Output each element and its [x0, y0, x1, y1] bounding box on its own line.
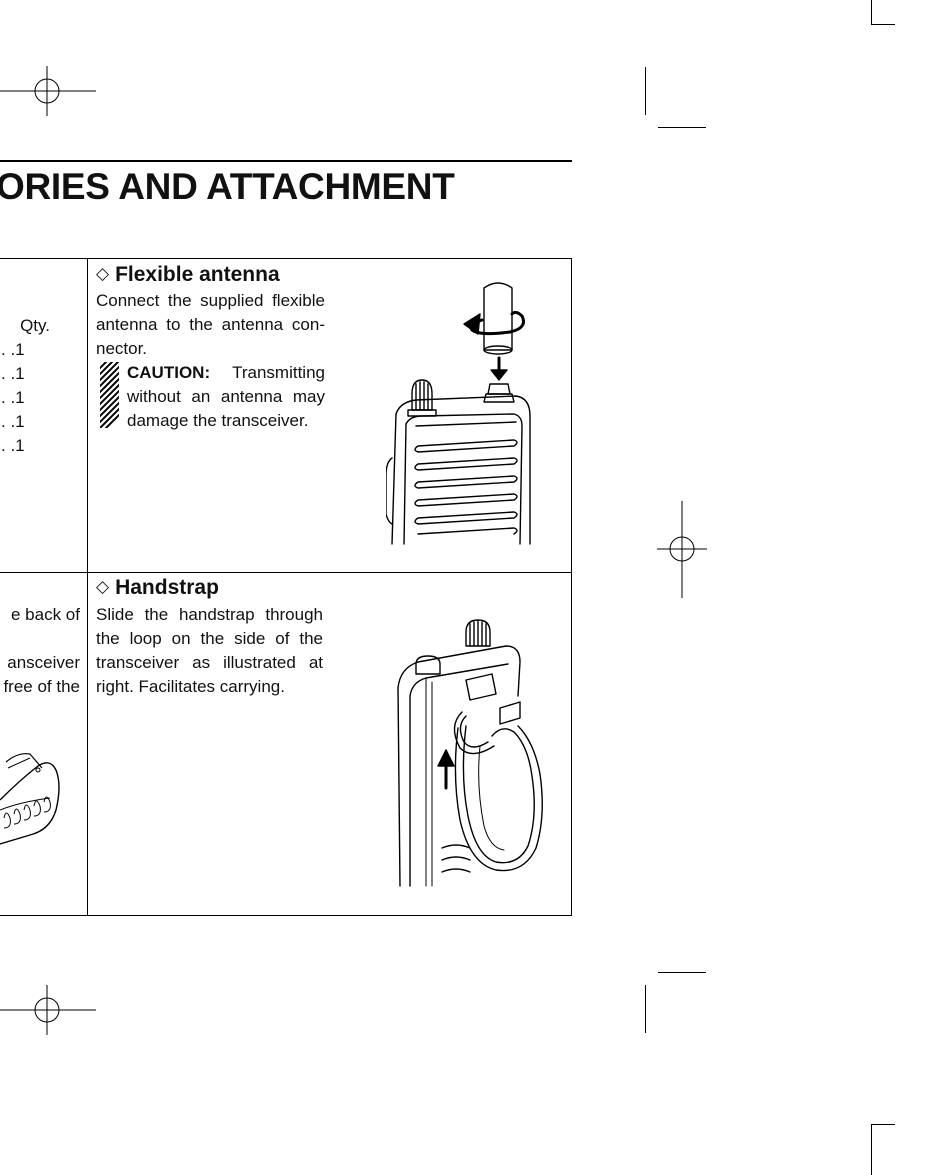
qty-value: . .1 — [1, 340, 25, 359]
qty-value: . .1 — [1, 388, 25, 407]
trim-mark-lower-vertical — [645, 985, 646, 1033]
registration-mark-right — [657, 501, 707, 598]
clipped-text-line: e back of — [11, 605, 80, 624]
content-table — [0, 258, 572, 916]
caution-label: CAUTION: — [127, 363, 211, 382]
heading-text: Flexible antenna — [115, 263, 280, 286]
table-column-divider — [87, 258, 88, 916]
heading-text: Handstrap — [115, 576, 219, 599]
trim-mark-upper-vertical — [645, 67, 646, 115]
caution-hatch-icon — [100, 362, 119, 428]
qty-value: . .1 — [1, 364, 25, 383]
qty-value: . .1 — [1, 412, 25, 431]
section-heading-flexible-antenna: ◇ Flexible antenna — [96, 263, 280, 287]
clipped-text-line: free of the — [3, 677, 80, 696]
radio-handstrap-illustration — [397, 619, 543, 887]
crop-mark-top-right-vertical — [871, 0, 872, 24]
qty-header: Qty. — [20, 316, 50, 335]
caution-note: CAUTION: Transmitting without an antenna… — [127, 361, 325, 433]
section-heading-handstrap: ◇ Handstrap — [96, 576, 219, 600]
diamond-icon: ◇ — [96, 577, 110, 596]
crop-mark-bottom-right-horizontal — [871, 1124, 895, 1125]
charger-illustration-fragment — [0, 753, 60, 845]
diamond-icon: ◇ — [96, 264, 110, 283]
crop-mark-top-right-horizontal — [871, 24, 895, 25]
crop-mark-bottom-right-vertical — [871, 1124, 872, 1175]
radio-antenna-illustration — [386, 282, 531, 545]
table-row-divider — [0, 572, 572, 573]
registration-mark-top-left — [0, 66, 96, 116]
trim-mark-upper-horizontal — [658, 127, 706, 128]
handstrap-body: Slide the handstrap through the loop on … — [96, 605, 323, 696]
registration-mark-bottom-left — [0, 985, 96, 1035]
qty-value: . .1 — [1, 436, 25, 455]
title-rule — [0, 160, 572, 162]
trim-mark-lower-horizontal — [658, 972, 706, 973]
flexible-antenna-body: Connect the supplied flexible antenna to… — [96, 291, 325, 358]
caution-text: Transmitting without an antenna may dama… — [127, 363, 325, 430]
page-title: ORIES AND ATTACHMENT — [0, 166, 455, 207]
clipped-text-line: ansceiver — [7, 653, 80, 672]
